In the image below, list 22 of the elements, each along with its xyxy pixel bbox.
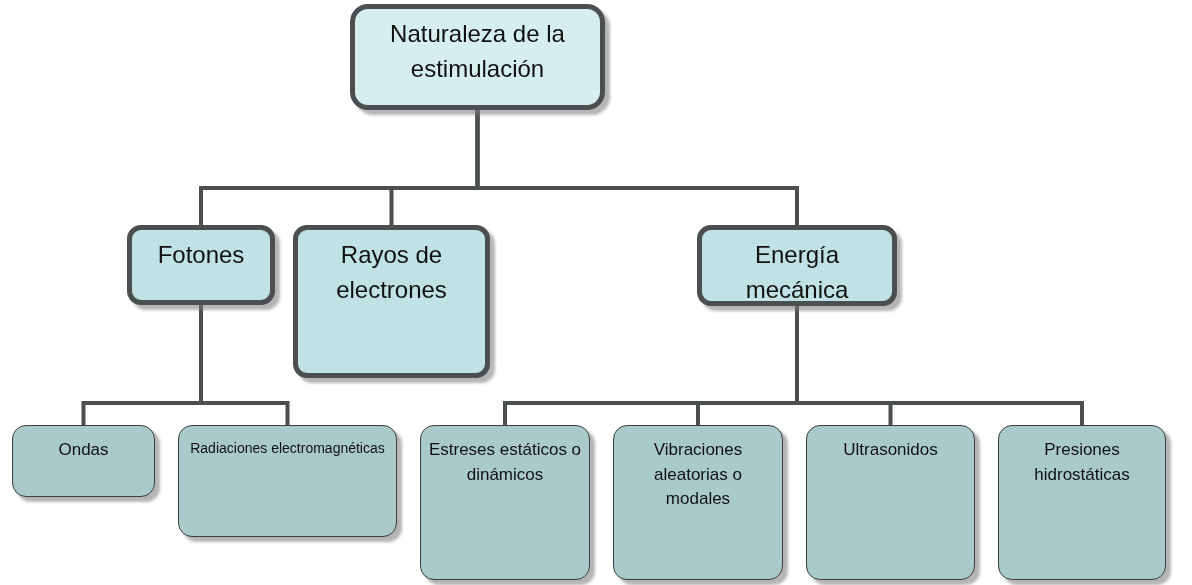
connector-line xyxy=(795,306,1084,425)
rounded-box xyxy=(293,225,490,378)
rounded-box xyxy=(998,425,1166,580)
node-label: Ondas xyxy=(58,439,109,461)
connector-line xyxy=(475,110,799,225)
node-label: Presiones hidrostáticas xyxy=(1033,439,1131,486)
node-label: Vibraciones aleatorias o modales xyxy=(652,439,744,511)
rounded-box xyxy=(350,4,605,110)
node-label: Fotones xyxy=(157,240,245,270)
rounded-box xyxy=(697,225,897,306)
node-label: Estreses estáticos o dinámicos xyxy=(427,439,583,486)
rounded-box xyxy=(420,425,590,580)
rounded-box xyxy=(12,425,155,497)
node-label: Rayos de electrones xyxy=(335,240,448,305)
node-label: Energía mecánica xyxy=(744,240,850,305)
rounded-box xyxy=(127,225,275,305)
rounded-box xyxy=(806,425,975,580)
rounded-box xyxy=(178,425,397,537)
node-label: Naturaleza de la estimulación xyxy=(389,19,566,84)
rounded-box xyxy=(613,425,783,580)
node-label: Ultrasonidos xyxy=(843,439,938,461)
node-label: Radiaciones electromagnéticas xyxy=(190,439,385,458)
